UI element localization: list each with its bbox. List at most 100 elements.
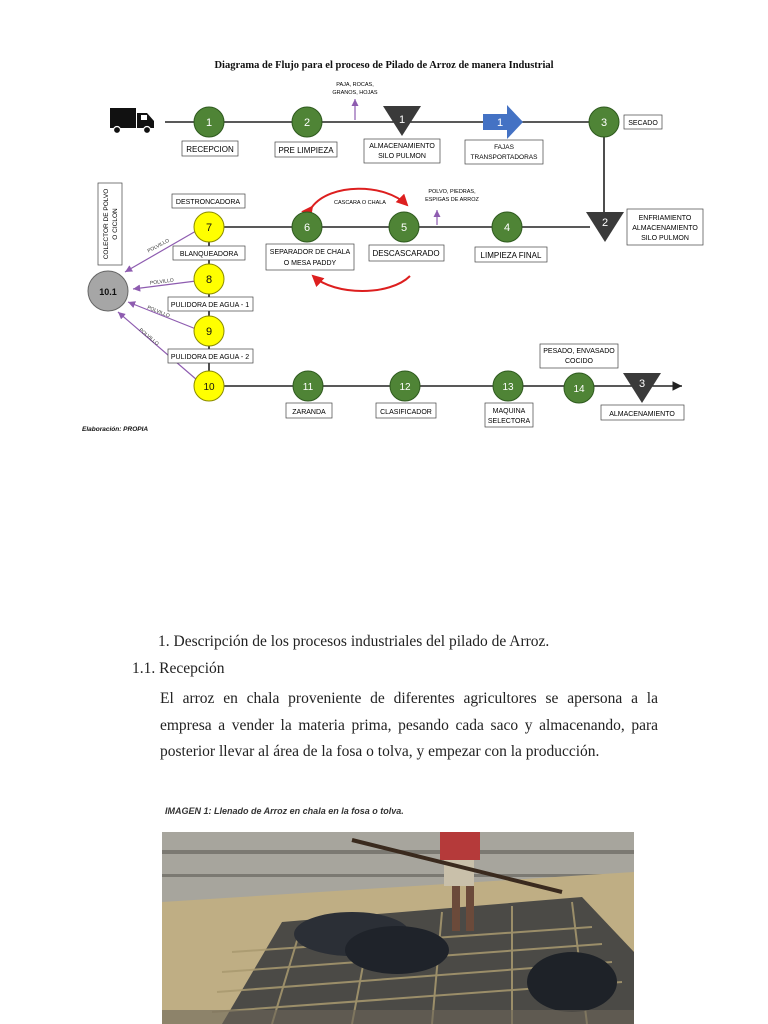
label-almacenamiento-final: ALMACENAMIENTO (601, 405, 684, 420)
svg-text:CLASIFICADOR: CLASIFICADOR (380, 409, 432, 416)
svg-text:11: 11 (303, 382, 314, 393)
annotation-espigas: ESPIGAS DE ARROZ (425, 197, 479, 203)
label-limpieza-final: LIMPIEZA FINAL (475, 247, 547, 262)
node-3: 3 (589, 107, 619, 137)
svg-text:SELECTORA: SELECTORA (488, 418, 531, 425)
svg-text:8: 8 (206, 274, 212, 286)
svg-text:PULIDORA DE AGUA - 2: PULIDORA DE AGUA - 2 (171, 354, 249, 361)
svg-text:7: 7 (206, 222, 212, 234)
svg-text:TRANSPORTADORAS: TRANSPORTADORAS (471, 154, 539, 161)
node-12: 12 (390, 371, 420, 401)
label-fajas: FAJAS TRANSPORTADORAS (465, 140, 543, 164)
svg-text:DESTRONCADORA: DESTRONCADORA (176, 199, 241, 206)
node-10: 10 (194, 371, 224, 401)
photo-illustration (162, 832, 634, 1024)
svg-text:SILO PULMON: SILO PULMON (378, 153, 426, 160)
svg-text:MAQUINA: MAQUINA (493, 408, 526, 415)
label-separador: SEPARADOR DE CHALA O MESA PADDY (266, 244, 354, 270)
label-clasificador: CLASIFICADOR (376, 403, 436, 418)
svg-text:BLANQUEADORA: BLANQUEADORA (180, 251, 239, 258)
svg-text:SECADO: SECADO (628, 120, 658, 127)
label-pulidora-1: PULIDORA DE AGUA - 1 (168, 297, 253, 311)
flow-diagram: 1 2 3 1 1 2 3 4 5 6 11 12 13 14 7 8 9 10… (0, 0, 768, 440)
svg-text:3: 3 (601, 117, 607, 129)
svg-text:SILO PULMON: SILO PULMON (641, 235, 689, 242)
svg-text:PESADO, ENVASADO: PESADO, ENVASADO (543, 348, 615, 355)
label-blanqueadora: BLANQUEADORA (173, 246, 245, 260)
truck-icon (110, 108, 154, 134)
svg-text:ALMACENAMIENTO: ALMACENAMIENTO (369, 143, 435, 150)
label-descascarado: DESCASCARADO (369, 245, 444, 261)
node-7: 7 (194, 212, 224, 242)
node-5: 5 (389, 212, 419, 242)
label-enfriamiento: ENFRIAMIENTO ALMACENAMIENTO SILO PULMON (627, 209, 703, 245)
polvillo-line-10 (118, 312, 197, 380)
svg-text:10.1: 10.1 (99, 287, 117, 297)
node-9: 9 (194, 316, 224, 346)
label-maquina-selectora: MAQUINA SELECTORA (485, 403, 533, 427)
svg-text:O MESA PADDY: O MESA PADDY (284, 260, 337, 267)
svg-text:RECEPCION: RECEPCION (186, 145, 234, 154)
label-zaranda: ZARANDA (286, 403, 332, 418)
label-colector: COLECTOR DE POLVO O CICLON (98, 183, 122, 265)
svg-text:5: 5 (401, 222, 407, 234)
svg-text:COCIDO: COCIDO (565, 358, 594, 365)
svg-text:4: 4 (504, 222, 510, 234)
svg-text:14: 14 (573, 384, 585, 395)
svg-text:13: 13 (502, 382, 514, 393)
svg-text:6: 6 (304, 222, 310, 234)
label-pulidora-2: PULIDORA DE AGUA - 2 (168, 349, 253, 363)
svg-text:ALMACENAMIENTO: ALMACENAMIENTO (609, 411, 675, 418)
node-6: 6 (292, 212, 322, 242)
storage-1-number: 1 (399, 114, 405, 126)
rice-hopper-photo (162, 832, 634, 1024)
node-11: 11 (293, 371, 323, 401)
recirculation-arrow-bottom (313, 276, 410, 291)
diagram-credit: Elaboración: PROPIA (82, 426, 148, 433)
storage-3-number: 3 (639, 378, 645, 390)
label-recepcion: RECEPCION (182, 141, 238, 156)
svg-text:12: 12 (399, 382, 411, 393)
annotation-granos: GRANOS, HOJAS (332, 90, 378, 96)
label-pesado: PESADO, ENVASADO COCIDO (540, 344, 618, 368)
label-destroncadora: DESTRONCADORA (172, 194, 245, 208)
node-1: 1 (194, 107, 224, 137)
svg-text:10: 10 (203, 382, 215, 393)
svg-text:1: 1 (206, 117, 212, 129)
storage-triangle-3: 3 (623, 373, 661, 403)
annotation-cascara: CASCARA O CHALA (334, 200, 386, 206)
storage-triangle-2: 2 (586, 212, 624, 242)
svg-text:9: 9 (206, 326, 212, 338)
body-paragraph: El arroz en chala proveniente de diferen… (160, 686, 658, 766)
svg-text:ALMACENAMIENTO: ALMACENAMIENTO (632, 225, 698, 232)
svg-text:SEPARADOR DE CHALA: SEPARADOR DE CHALA (270, 249, 351, 256)
annotation-polvillo-3: POLVILLO (146, 305, 170, 320)
label-prelimpieza: PRE LIMPIEZA (275, 142, 337, 157)
storage-2-number: 2 (602, 217, 608, 229)
image-caption: IMAGEN 1: Llenado de Arroz en chala en l… (165, 806, 404, 816)
annotation-polvillo-4: POLVILLO (138, 327, 160, 347)
svg-text:2: 2 (304, 117, 310, 129)
node-4: 4 (492, 212, 522, 242)
node-2: 2 (292, 107, 322, 137)
annotation-polvillo-1: POLVILLO (147, 238, 171, 255)
subsection-heading: 1.1. Recepción (132, 660, 225, 678)
svg-text:COLECTOR DE POLVO: COLECTOR DE POLVO (103, 189, 110, 260)
node-10-1: 10.1 (88, 271, 128, 311)
svg-text:LIMPIEZA FINAL: LIMPIEZA FINAL (481, 251, 542, 260)
label-almacenamiento-silo: ALMACENAMIENTO SILO PULMON (364, 139, 440, 163)
node-14: 14 (564, 373, 594, 403)
transport-number: 1 (497, 117, 503, 129)
svg-text:O CICLON: O CICLON (112, 208, 119, 240)
svg-text:ENFRIAMIENTO: ENFRIAMIENTO (639, 215, 692, 222)
svg-text:DESCASCARADO: DESCASCARADO (372, 249, 439, 258)
annotation-paja: PAJA, ROCAS, (336, 82, 374, 88)
node-8: 8 (194, 264, 224, 294)
section-heading: 1. Descripción de los procesos industria… (158, 633, 549, 651)
svg-text:PRE LIMPIEZA: PRE LIMPIEZA (278, 146, 334, 155)
svg-text:FAJAS: FAJAS (494, 144, 515, 151)
transport-arrow: 1 (483, 105, 523, 139)
node-13: 13 (493, 371, 523, 401)
storage-triangle-1: 1 (383, 106, 421, 136)
label-secado: SECADO (624, 115, 662, 129)
